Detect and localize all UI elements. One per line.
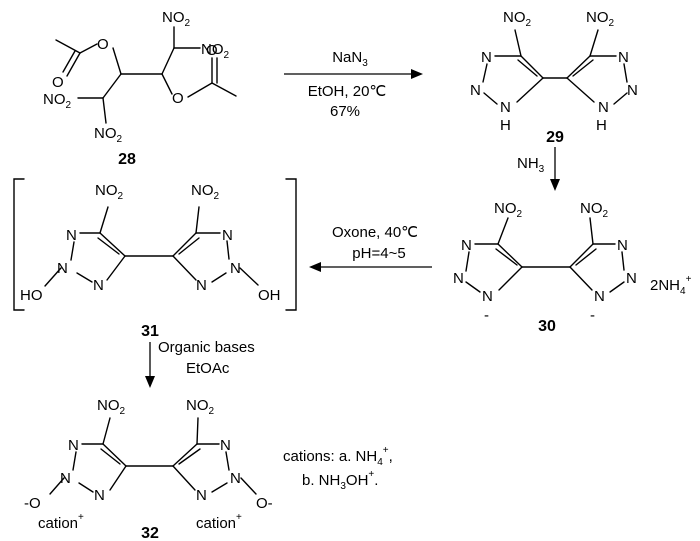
nitrogen-label: N (598, 99, 609, 116)
reaction-arrow-4: Organic bases EtOAc (145, 339, 255, 388)
hydrogen-label: H (500, 117, 511, 134)
nitrogen-label: N (626, 270, 637, 287)
compound-29: N N N H N N N H NO2 NO2 29 (470, 9, 638, 146)
nitro-group-label: NO2 (503, 9, 532, 29)
nitrogen-label: N (93, 277, 104, 294)
compound-number: 30 (538, 318, 556, 335)
cations-note: cations: a. NH4+, b. NH3OH+. (283, 445, 393, 492)
nitro-group-label: NO2 (186, 397, 215, 417)
nitrogen-label: N (594, 288, 605, 305)
negative-charge: - (484, 307, 489, 324)
nitrogen-label: N (222, 227, 233, 244)
nitro-group-label: NO2 (162, 9, 191, 29)
compound-number: 32 (141, 525, 159, 541)
nitro-group-label: NO2 (580, 200, 609, 220)
nitrogen-label: N (470, 82, 481, 99)
oxide-label: O- (256, 495, 273, 512)
hydrogen-label: H (596, 117, 607, 134)
oxide-label: -O (24, 495, 41, 512)
reagent-label: Oxone, 40℃ (332, 224, 418, 241)
nitrogen-label: N (453, 270, 464, 287)
compound-31: N N N HO N N N OH NO2 NO2 31 (13, 178, 297, 340)
cations-line-a: cations: a. NH4+, (283, 445, 393, 468)
nitrogen-label: N (230, 470, 241, 487)
nitrogen-label: N (482, 288, 493, 305)
hydroxyl-label: OH (258, 287, 281, 304)
nitro-group-label: NO2 (191, 182, 220, 202)
reagent-label: NaN3 (332, 49, 368, 69)
compound-30: N N N - N N N - NO2 NO2 2NH4+ 30 (453, 200, 692, 335)
cation-label: cation+ (196, 512, 242, 532)
nitro-group-label: NO2 (97, 397, 126, 417)
nitro-group-label: NO2 (95, 182, 124, 202)
carbonyl-oxygen-label: O (206, 42, 218, 59)
nitrogen-label: N (94, 487, 105, 504)
negative-charge: - (590, 307, 595, 324)
nitrogen-label: N (618, 49, 629, 66)
nitro-group-label: NO2 (94, 125, 123, 145)
nitrogen-label: N (57, 260, 68, 277)
reagent-label: NH3 (517, 155, 545, 175)
compound-32: N N N -O N N N O- cation+ cation+ NO2 NO… (24, 397, 273, 541)
compound-number: 31 (141, 323, 159, 340)
nitrogen-label: N (500, 99, 511, 116)
nitrogen-label: N (66, 227, 77, 244)
carbonyl-oxygen-label: O (52, 74, 64, 91)
nitrogen-label: N (196, 487, 207, 504)
nitrogen-label: N (196, 277, 207, 294)
conditions-label: pH=4~5 (352, 245, 405, 262)
nitrogen-label: N (230, 260, 241, 277)
nitrogen-label: N (627, 82, 638, 99)
oxygen-label: O (172, 90, 184, 107)
hydroxyl-label: HO (20, 287, 43, 304)
nitrogen-label: N (481, 49, 492, 66)
nitrogen-label: N (60, 470, 71, 487)
conditions-label: EtOH, 20℃ (308, 83, 387, 100)
reaction-arrow-1: NaN3 EtOH, 20℃ 67% (284, 49, 423, 120)
solvent-label: EtOAc (186, 360, 230, 377)
oxygen-label: O (97, 36, 109, 53)
reagent-label: Organic bases (158, 339, 255, 356)
nitrogen-label: N (68, 437, 79, 454)
cations-line-b: b. NH3OH+. (302, 469, 378, 492)
counter-ion-label: 2NH4+ (650, 274, 692, 297)
compound-number: 29 (546, 129, 564, 146)
cation-label: cation+ (38, 512, 84, 532)
compound-28: O O O O NO2 NO2 NO2 NO2 28 (43, 9, 237, 168)
nitro-group-label: NO2 (494, 200, 523, 220)
reaction-arrow-3: Oxone, 40℃ pH=4~5 (309, 224, 432, 272)
nitro-group-label: NO2 (43, 91, 72, 111)
compound-number: 28 (118, 151, 136, 168)
nitro-group-label: NO2 (201, 41, 230, 61)
reaction-arrow-2: NH3 (517, 147, 560, 191)
nitrogen-label: N (461, 237, 472, 254)
nitro-group-label: NO2 (586, 9, 615, 29)
nitrogen-label: N (220, 437, 231, 454)
nitrogen-label: N (617, 237, 628, 254)
yield-label: 67% (330, 103, 360, 120)
